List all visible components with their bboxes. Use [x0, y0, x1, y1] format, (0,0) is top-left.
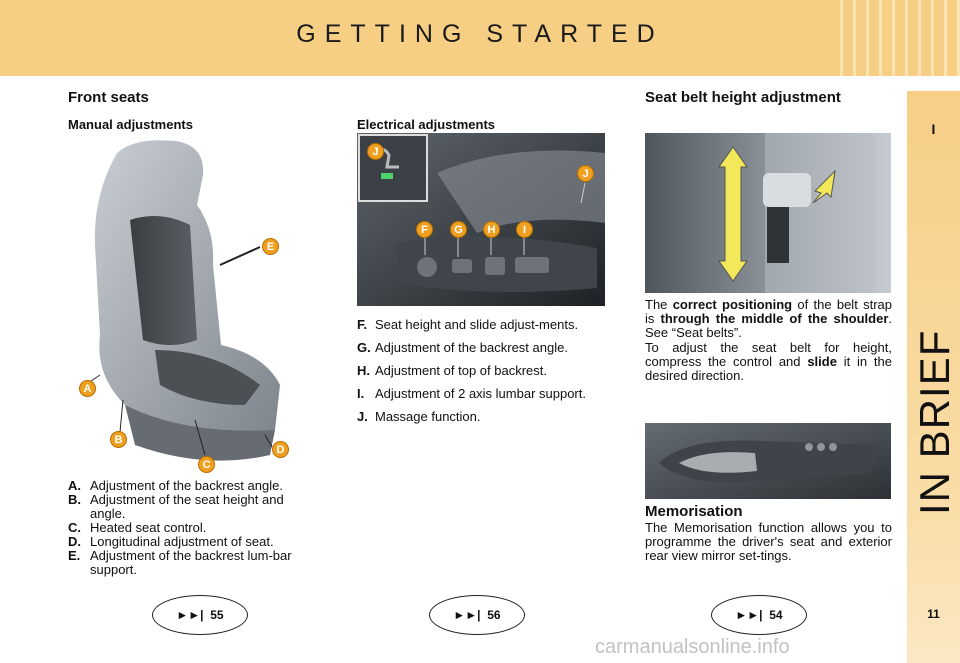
- callout-j-inset: J: [367, 143, 384, 160]
- page-reference-number: 54: [769, 608, 783, 622]
- electrical-controls-photo: [357, 133, 605, 306]
- manual-adjustments-list: A. Adjustment of the backrest angle. B. Ad…: [68, 479, 313, 577]
- seat-belt-positioning-text: The correct positioning of the belt stra…: [645, 298, 892, 340]
- list-item: F. Seat height and slide adjust-ments.: [357, 318, 603, 332]
- memorisation-photo: [645, 423, 891, 499]
- watermark: carmanualsonline.info: [595, 636, 790, 658]
- item-key: B.: [68, 492, 81, 507]
- seat-belt-title: Seat belt height adjustment: [645, 89, 841, 106]
- memorisation-text: The Memorisation function allows you to …: [645, 520, 892, 563]
- callout-a: A: [79, 380, 96, 397]
- text-run: . See “Seat belts”.: [645, 311, 892, 340]
- item-text: Seat height and slide adjust-ments.: [375, 317, 579, 332]
- text-run-bold: slide: [807, 354, 837, 369]
- item-text: Adjustment of the backrest angle.: [375, 340, 568, 355]
- list-item: D. Longitudinal adjustment of seat.: [68, 535, 313, 549]
- header-stripes: [830, 0, 960, 76]
- front-seats-title: Front seats: [68, 89, 149, 106]
- item-key: A.: [68, 478, 81, 493]
- item-key: F.: [357, 317, 368, 332]
- item-text: Adjustment of the backrest angle.: [90, 478, 283, 493]
- callout-f: F: [416, 221, 433, 238]
- list-item: H. Adjustment of top of backrest.: [357, 364, 603, 378]
- text-run: The: [645, 297, 673, 312]
- chapter-number: I: [931, 121, 936, 137]
- list-item: E. Adjustment of the backrest lum-bar sup…: [68, 549, 313, 577]
- electrical-adjustments-title: Electrical adjustments: [357, 117, 495, 132]
- chapter-tab: I IN BRIEF 11: [907, 91, 960, 663]
- seat-illustration: [65, 135, 320, 470]
- callout-h: H: [483, 221, 500, 238]
- item-text: Heated seat control.: [90, 520, 207, 535]
- page-reference-number: 55: [210, 608, 224, 622]
- item-text: Adjustment of the backrest lum-bar suppo…: [90, 548, 292, 577]
- item-text: Adjustment of top of backrest.: [375, 363, 547, 378]
- item-key: C.: [68, 520, 81, 535]
- text-run-bold: through the middle of the shoulder: [660, 311, 889, 326]
- item-text: Massage function.: [375, 409, 481, 424]
- electrical-adjustments-list: F. Seat height and slide adjust-ments. G.…: [357, 318, 603, 433]
- list-item: C. Heated seat control.: [68, 521, 313, 535]
- chapter-label: IN BRIEF: [911, 329, 958, 515]
- item-text: Adjustment of the seat height and angle.: [90, 492, 284, 521]
- seat-belt-adjust-text: To adjust the seat belt for height, comp…: [645, 341, 892, 383]
- page-number: 11: [927, 607, 940, 621]
- item-key: G.: [357, 340, 371, 355]
- item-key: D.: [68, 534, 81, 549]
- list-item: B. Adjustment of the seat height and angl…: [68, 493, 313, 521]
- callout-d: D: [272, 441, 289, 458]
- memorisation-title: Memorisation: [645, 503, 743, 520]
- fast-forward-icon: ►►|: [735, 608, 770, 622]
- list-item: I. Adjustment of 2 axis lumbar support.: [357, 387, 603, 401]
- list-item: G. Adjustment of the backrest angle.: [357, 341, 603, 355]
- manual-adjustments-title: Manual adjustments: [68, 117, 193, 132]
- text-run: it in the desired direction.: [645, 354, 893, 383]
- item-key: I.: [357, 386, 365, 401]
- seat-belt-photo: [645, 133, 891, 293]
- callout-g: G: [450, 221, 467, 238]
- item-text: Longitudinal adjustment of seat.: [90, 534, 274, 549]
- callout-c: C: [198, 456, 215, 473]
- page-reference-55[interactable]: ►►| 55: [152, 595, 248, 635]
- page-reference-56[interactable]: ►►| 56: [429, 595, 525, 635]
- item-text: Adjustment of 2 axis lumbar support.: [375, 386, 586, 401]
- fast-forward-icon: ►►|: [453, 608, 488, 622]
- item-key: J.: [357, 409, 368, 424]
- header-band: GETTING STARTED: [0, 0, 960, 76]
- page-reference-number: 56: [487, 608, 501, 622]
- callout-e: E: [262, 238, 279, 255]
- page-reference-54[interactable]: ►►| 54: [711, 595, 807, 635]
- fast-forward-icon: ►►|: [176, 608, 211, 622]
- item-key: E.: [68, 548, 81, 563]
- text-run-bold: correct positioning: [672, 297, 793, 312]
- list-item: J. Massage function.: [357, 410, 603, 424]
- callout-i: I: [516, 221, 533, 238]
- text-run: To adjust the seat belt for height, comp…: [645, 340, 892, 369]
- item-key: H.: [357, 363, 370, 378]
- callout-j: J: [577, 165, 594, 182]
- text-run: of the belt strap is: [645, 297, 892, 326]
- page-title: GETTING STARTED: [296, 20, 664, 48]
- callout-b: B: [110, 431, 127, 448]
- list-item: A. Adjustment of the backrest angle.: [68, 479, 313, 493]
